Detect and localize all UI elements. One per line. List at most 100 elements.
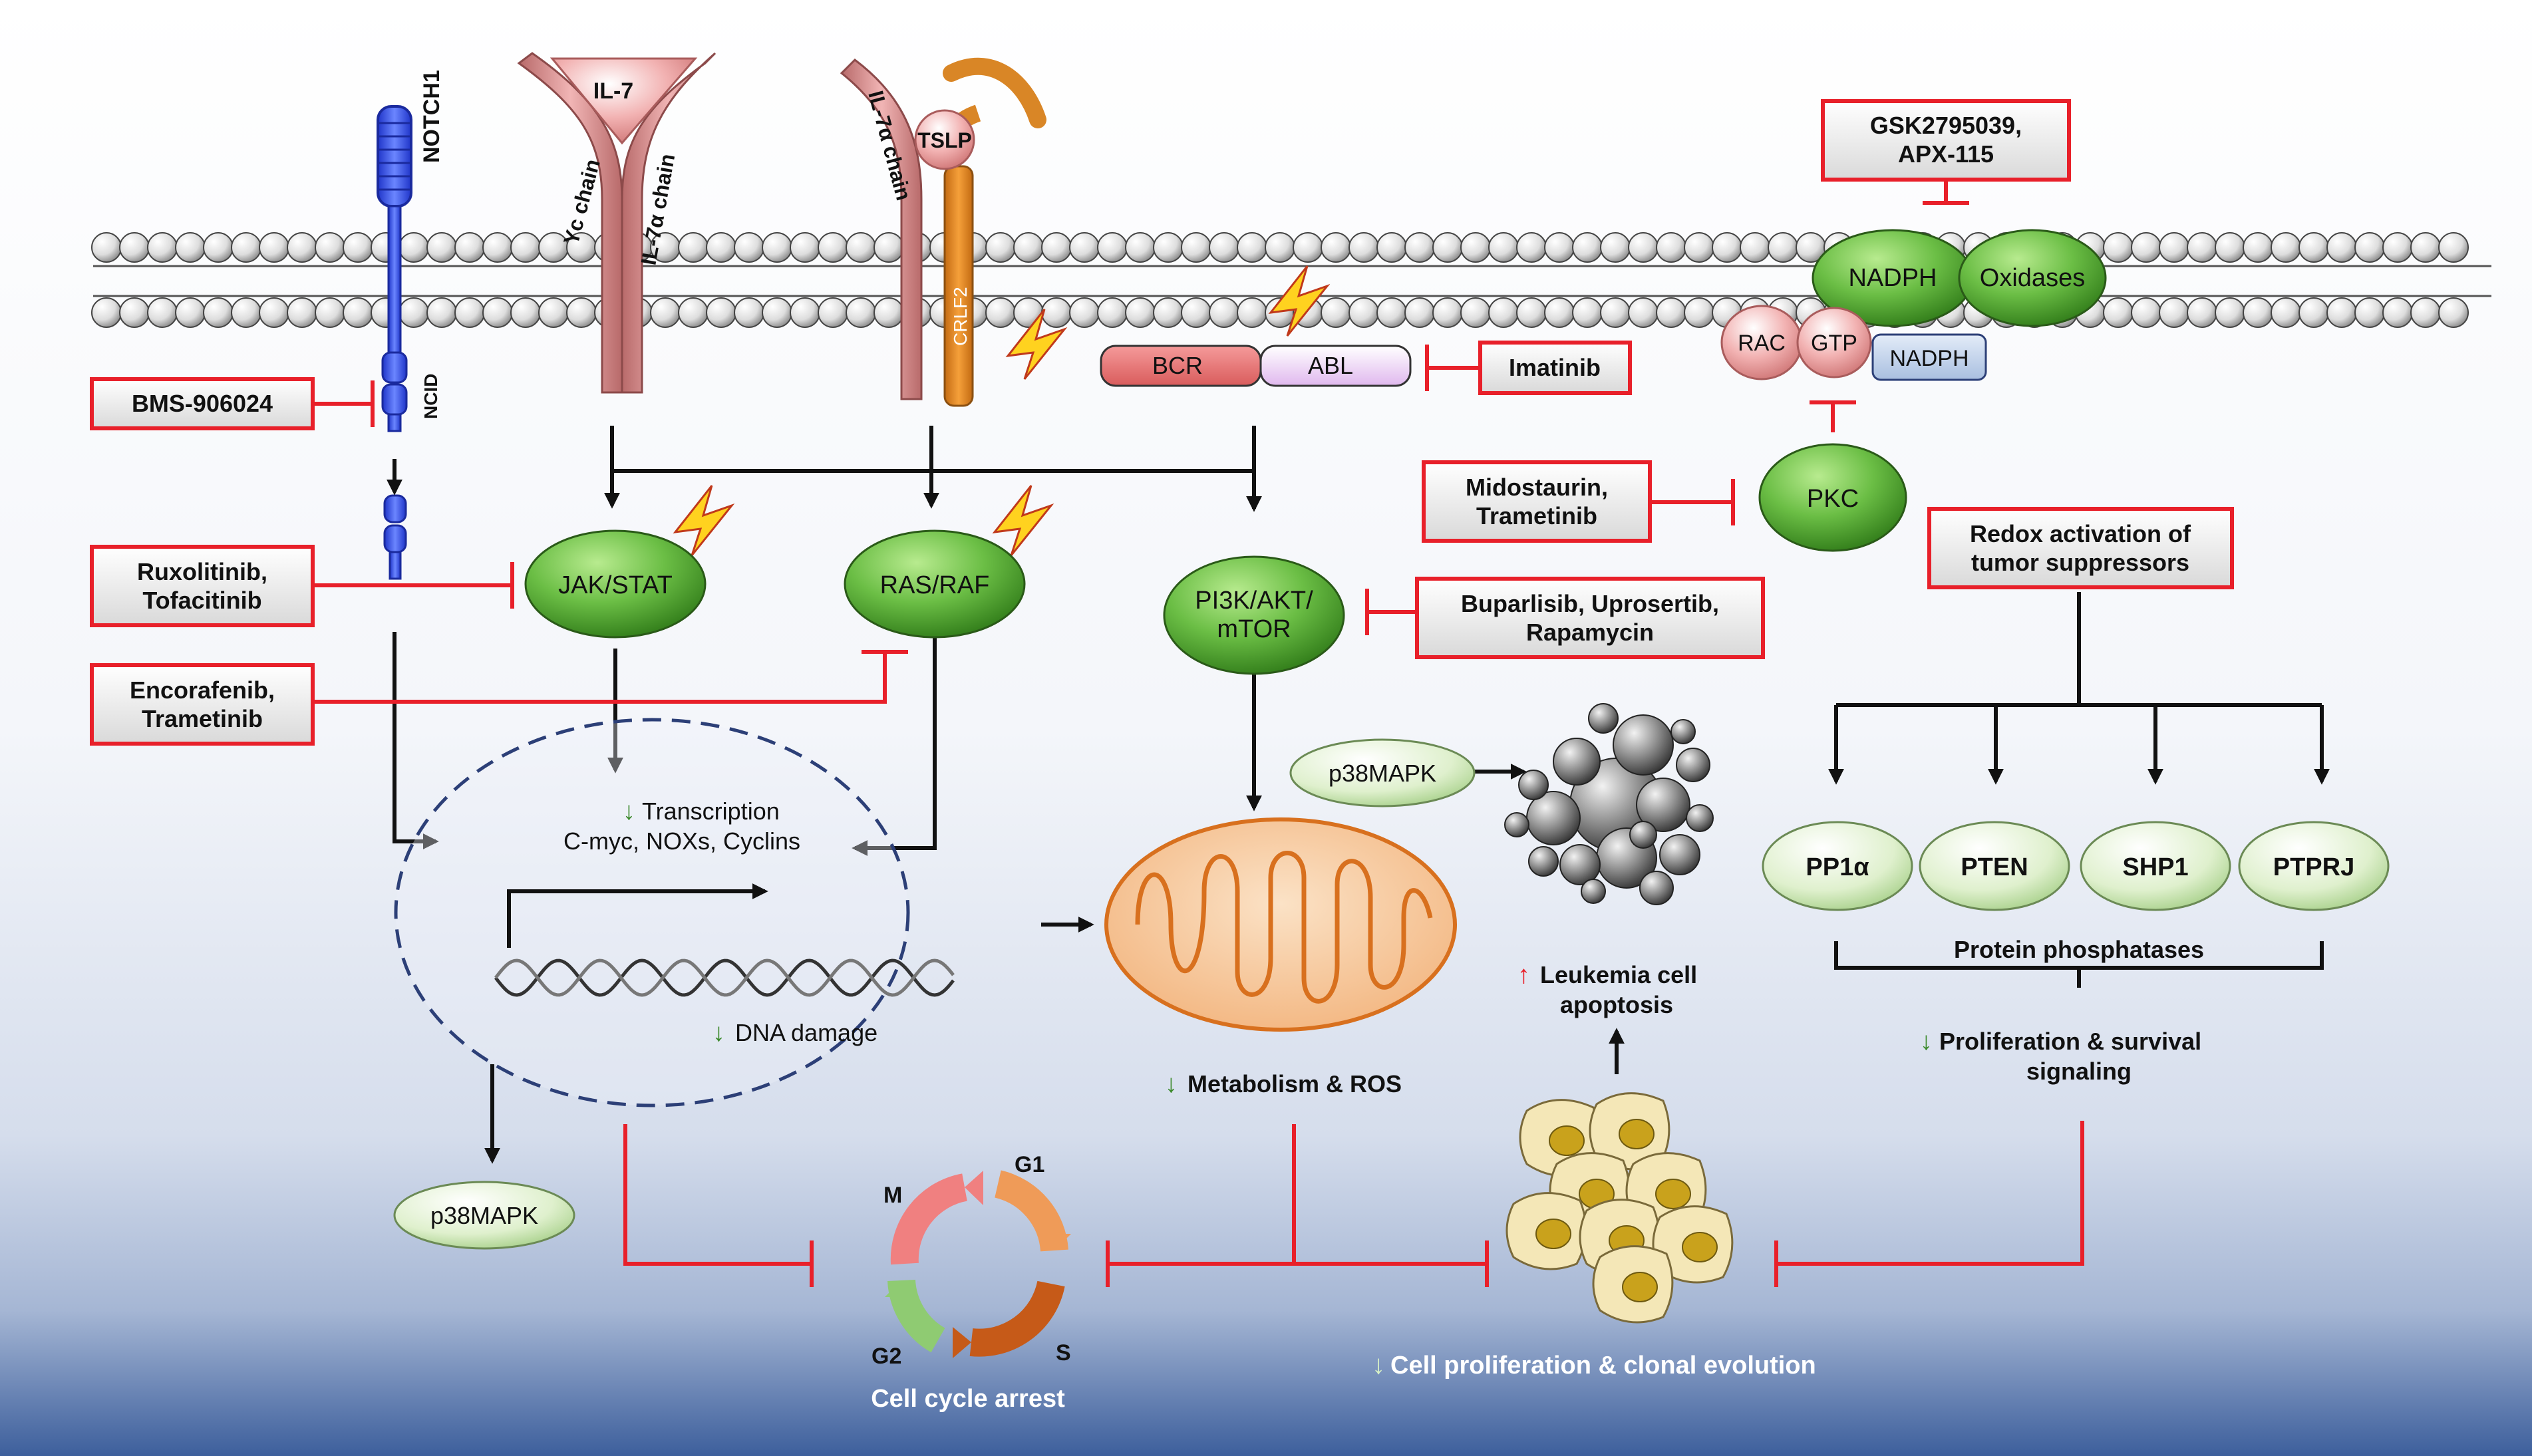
drug-box-ruxolitinib[interactable]: Ruxolitinib, Tofacitinib [90,545,315,627]
jak-stat-node[interactable] [524,529,707,639]
abl-box [1259,345,1412,387]
gtp-label: GTP [1811,331,1857,356]
pi3k-node[interactable] [1163,555,1345,675]
inhibit-midostaurin [1650,479,1735,525]
activation-arrows [387,426,2330,1164]
p38-bottom-node[interactable] [393,1181,575,1250]
lightning-bolt-icon [673,485,735,556]
drug-bup-label-2: Rapamycin [1526,619,1654,646]
crlf2-label: CRLF2 [950,287,971,346]
tslp-label: TSLP [917,128,972,152]
phosphatase-bracket [1834,941,2324,988]
inhibit-metabolism [1106,1124,1489,1287]
phosphatase-node[interactable] [1762,821,1913,911]
phase-s-label: S [1056,1340,1071,1366]
drug-bup-label-1: Buparlisib, Uprosertib, [1461,590,1719,617]
drug-mido-label-1: Midostaurin, [1466,474,1608,501]
phase-m-label: M [883,1183,902,1208]
drug-box-midostaurin[interactable]: Midostaurin, Trametinib [1422,460,1652,543]
notch1-receptor: NOTCH1 NCID [377,70,444,432]
phosphatase-node[interactable] [2080,821,2231,911]
apoptotic-cell [1504,703,1714,905]
drug-box-gsk[interactable]: GSK2795039, APX-115 [1821,99,2071,182]
inhibit-imatinib [1425,345,1480,391]
ras-raf-node[interactable] [844,529,1026,639]
transcription-arrow: ↓ [623,798,635,825]
clonal-evolution-label: Cell proliferation & clonal evolution [1390,1352,1816,1380]
p38-bottom-label: p38MAPK [430,1202,538,1229]
drug-box-buparlisib[interactable]: Buparlisib, Uprosertib, Rapamycin [1415,577,1765,659]
cell-cycle-arrest-label: Cell cycle arrest [871,1385,1065,1413]
drug-enc-label-2: Trametinib [142,705,263,732]
drug-bms-label: BMS-906024 [132,390,273,417]
transcription-label: Transcription [642,798,780,825]
apoptosis-label-2: apoptosis [1560,991,1673,1018]
proliferation-label-2: signaling [2026,1058,2132,1085]
ncid-fragment [383,494,407,580]
jak-stat-label: JAK/STAT [558,571,673,599]
pi3k-label-1: PI3K/AKT/ [1195,587,1313,615]
inhibit-proliferation [1774,1121,2084,1287]
apoptosis-label-1: Leukemia cell [1540,961,1697,988]
ncid-label: NCID [420,374,441,419]
drug-box-bms[interactable]: BMS-906024 [90,377,315,430]
phase-g2-label: G2 [871,1344,901,1369]
mutation-bolts [673,265,1331,556]
inhibition-lines [313,180,2084,1287]
redox-title-1: Redox activation of [1970,520,2191,547]
proliferation-arrow: ↓ [1920,1028,1933,1056]
nucleus [394,718,955,1107]
drug-imatinib-label: Imatinib [1509,354,1601,381]
cell-cycle-diagram: M G1 S G2 [871,1152,1071,1369]
lightning-bolt-icon [1005,309,1068,380]
drug-gsk-label-2: APX-115 [1898,140,1994,168]
bcr-abl-fusion: BCR ABL [1100,345,1412,387]
phosphatase-node[interactable] [2238,821,2390,911]
dna-arrow: ↓ [712,1019,725,1047]
il7-label: IL-7 [593,78,633,104]
phosphatase-label: PTPRJ [2273,853,2354,881]
drug-box-imatinib[interactable]: Imatinib [1478,341,1632,395]
lightning-bolt-icon [1268,265,1331,337]
drug-box-encorafenib[interactable]: Encorafenib, Trametinib [90,663,315,746]
pkc-node[interactable] [1758,443,1907,552]
signaling-nodes: JAK/STAT RAS/RAF PI3K/AKT/ mTOR PKC p38M… [393,443,1907,1250]
nadph-low-label: NADPH [1889,346,1969,371]
nadph-top-label: NADPH [1848,264,1937,292]
mitochondrion [1104,817,1457,1032]
inhibit-dna-cycle [623,1124,814,1287]
notch1-label: NOTCH1 [419,70,444,163]
metabolism-arrow: ↓ [1165,1070,1178,1098]
transcription-targets: C-myc, NOXs, Cyclins [563,827,800,855]
redox-branch [1836,592,2322,707]
drug-rux-label-1: Ruxolitinib, [137,558,267,585]
drug-enc-label-1: Encorafenib, [130,676,275,704]
lightning-bolt-icon [992,485,1054,556]
phosphatase-node[interactable] [1919,821,2070,911]
metabolism-label: Metabolism & ROS [1187,1070,1402,1097]
redox-box[interactable]: Redox activation of tumor suppressors [1927,507,2234,589]
inhibit-gsk [1923,180,1969,205]
apoptosis-arrow: ↑ [1517,961,1530,989]
drug-gsk-label-1: GSK2795039, [1870,112,2022,139]
tslp-receptor: TSLP IL-7α chain CRLF2 [840,57,1046,407]
phosphatase-label: PP1α [1806,853,1869,881]
inhibit-buparlisib [1365,589,1417,635]
ras-raf-label: RAS/RAF [880,571,990,599]
drug-boxes: BMS-906024 Ruxolitinib, Tofacitinib Enco… [90,99,2234,746]
drug-rux-label-2: Tofacitinib [142,587,261,614]
abl-label: ABL [1308,352,1353,379]
nadph-oxidase-complex: NADPH Oxidases RAC GTP NADPH [1720,229,2107,381]
inhibit-pkc-nox [1810,400,1856,432]
transcription-start-arrow [507,883,768,948]
leukemia-cells [1505,1092,1734,1324]
oxidases-label: Oxidases [1980,264,2085,292]
dna-helix [494,958,955,997]
redox-title-2: tumor suppressors [1971,549,2189,576]
arrow-ras-nucleus [852,632,937,856]
p38-top-label: p38MAPK [1329,760,1436,787]
p38-top-node[interactable] [1289,738,1476,807]
bcr-label: BCR [1152,352,1203,379]
